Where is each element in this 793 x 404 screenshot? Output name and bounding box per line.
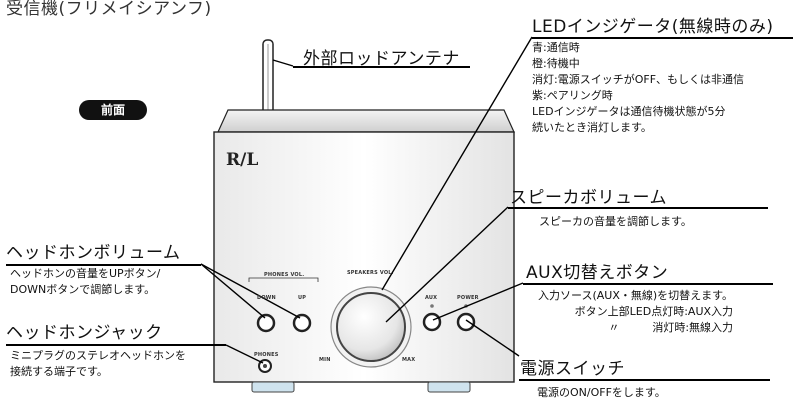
headphone-volume-desc-line: ヘッドホンの音量をUPボタン/ — [10, 267, 161, 280]
speaker-volume-title: スピーカボリューム — [510, 188, 667, 208]
headphone-volume-desc: ヘッドホンの音量をUPボタン/ DOWNボタンで調節します。 — [10, 266, 160, 298]
headphone-jack[interactable] — [258, 359, 272, 373]
speakers-vol-label: SPEAKERS VOL. — [347, 270, 394, 276]
power-button[interactable] — [456, 312, 476, 332]
headphone-jack-desc-line: ミニプラグのステレオヘッドホンを — [10, 349, 186, 362]
headphone-volume-desc-line: DOWNボタンで調節します。 — [10, 283, 156, 296]
speaker-volume-knob[interactable] — [336, 292, 406, 362]
headphone-volume-title: ヘッドホンボリューム — [6, 243, 181, 263]
phones-vol-label: PHONES VOL. — [264, 272, 305, 278]
up-button[interactable] — [292, 313, 312, 333]
antenna-title: 外部ロッドアンテナ — [303, 49, 460, 69]
led-desc-line: 橙:待機中 — [532, 57, 580, 70]
headphone-jack-title: ヘッドホンジャック — [6, 323, 163, 343]
speaker-volume-knob-ring — [330, 286, 412, 368]
power-label: POWER — [457, 295, 479, 301]
min-label: MIN — [319, 357, 331, 363]
down-button[interactable] — [256, 313, 276, 333]
led-desc-line: 青:通信時 — [532, 41, 580, 54]
aux-desc-line: 入力ソース(AUX・無線)を切替えます。 — [538, 289, 734, 302]
front-badge: 前面 — [79, 100, 147, 120]
up-label: UP — [298, 295, 307, 301]
cabinet-front — [213, 131, 515, 383]
leader-lines — [200, 36, 533, 364]
brand-logo: R/L — [226, 150, 259, 170]
phones-label: PHONES — [254, 352, 279, 358]
power-title: 電源スイッチ — [520, 359, 625, 379]
right-foot — [427, 381, 471, 393]
aux-desc: 入力ソース(AUX・無線)を切替えます。 ボタン上部LED点灯時:AUX入力 〃… — [538, 288, 733, 336]
down-label: DOWN — [257, 295, 276, 301]
led-desc-line: LEDインジゲータは通信待機状態が5分 — [532, 105, 726, 118]
led-desc: 青:通信時 橙:待機中 消灯:電源スイッチがOFF、もしくは非通信 紫:ペアリン… — [532, 40, 744, 136]
headphone-jack-desc-line: 接続する端子です。 — [10, 365, 108, 378]
max-label: MAX — [402, 357, 416, 363]
led-desc-line: 続いたとき消灯します。 — [532, 121, 652, 134]
led-desc-line: 消灯:電源スイッチがOFF、もしくは非通信 — [532, 73, 745, 86]
power-desc: 電源のON/OFFをします。 — [537, 386, 666, 399]
speaker-volume-desc: スピーカの音量を調節します。 — [539, 215, 692, 228]
left-foot — [251, 381, 295, 393]
headphone-jack-desc: ミニプラグのステレオヘッドホンを 接続する端子です。 — [10, 348, 186, 380]
aux-label: AUX — [425, 295, 438, 301]
power-led-icon — [464, 304, 468, 308]
aux-desc-line: ボタン上部LED点灯時:AUX入力 — [574, 305, 734, 318]
led-desc-line: 紫:ペアリング時 — [532, 89, 613, 102]
aux-button[interactable] — [422, 312, 442, 332]
page-title: 受信機(フリメイシアンフ) — [6, 0, 212, 19]
aux-title: AUX切替えボタン — [526, 263, 669, 283]
aux-led-icon — [430, 304, 434, 308]
led-title: LEDインジゲータ(無線時のみ) — [532, 17, 774, 37]
aux-desc-line: 〃 消灯時:無線入力 — [608, 321, 734, 334]
cabinet-top — [217, 109, 515, 133]
antenna — [262, 39, 274, 129]
